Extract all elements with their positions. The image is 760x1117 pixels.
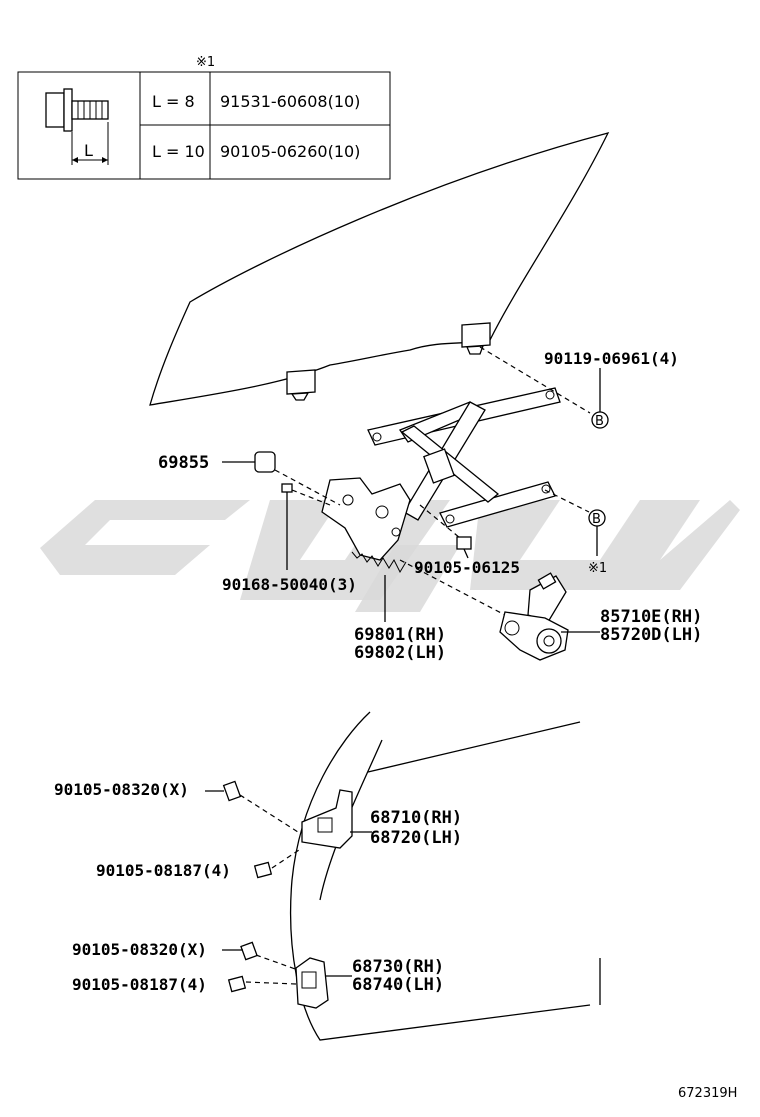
callout-motor-rh: 85710E(RH) (600, 607, 702, 627)
callout-regulator-lh: 69802(LH) (354, 643, 446, 663)
row2-part-number: 90105-06260(10) (220, 142, 360, 161)
callout-bolt-b: 90119-06961(4) (544, 349, 679, 368)
upper-hinge: 90105-08320(X) 90105-08187(4) 68710(RH) … (54, 780, 462, 880)
reference-b-upper: B 90119-06961(4) (479, 346, 679, 429)
lower-hinge: 90105-08320(X) 90105-08187(4) 68730(RH) … (72, 940, 444, 1009)
door-glass (149, 132, 610, 406)
row2-length: L = 10 (152, 142, 205, 161)
callout-screw-regulator: 90168-50040(3) (222, 575, 357, 594)
callout-hinge-lower-bolt-b: 90105-08187(4) (72, 975, 207, 994)
callout-hinge-lower-bolt-a: 90105-08320(X) (72, 940, 207, 959)
ref-b-mark-upper: B (595, 414, 604, 429)
callout-motor-lh: 85720D(LH) (600, 625, 702, 645)
callout-hinge-upper-lh: 68720(LH) (370, 828, 462, 848)
callout-hinge-upper-bolt-b: 90105-08187(4) (96, 861, 231, 880)
regulator-motor: 85710E(RH) 85720D(LH) (399, 559, 702, 661)
figure-code: 672319H (678, 1086, 737, 1101)
table-note-mark: ※1 (196, 55, 215, 70)
dimension-label: L (84, 141, 93, 160)
callout-hinge-lower-rh: 68730(RH) (352, 957, 444, 977)
reference-b-lower: B ※1 (544, 489, 607, 576)
flange-bolt-icon: L (45, 88, 109, 165)
callout-bolt-regulator-bottom: 90105-06125 (414, 558, 520, 577)
row1-part-number: 91531-60608(10) (220, 92, 360, 111)
regulator-screw: 90168-50040(3) (222, 483, 386, 622)
fastener-table: ※1 L L = 8 91531-60608(10) L = 10 90105-… (17, 55, 391, 180)
door-shell (289, 711, 601, 1041)
callout-regulator-rh: 69801(RH) (354, 625, 446, 645)
window-regulator (321, 387, 561, 574)
row1-length: L = 8 (152, 92, 195, 111)
callout-hinge-lower-lh: 68740(LH) (352, 975, 444, 995)
clip-part: 69855 (158, 451, 341, 506)
ref-b-mark-lower: B (592, 512, 601, 527)
callout-hinge-upper-rh: 68710(RH) (370, 808, 462, 828)
callout-clip: 69855 (158, 453, 209, 473)
regulator-bolt: 90105-06125 (414, 504, 520, 577)
callout-hinge-upper-bolt-a: 90105-08320(X) (54, 780, 189, 799)
watermark-logo (40, 500, 740, 612)
ref-note-lower: ※1 (588, 561, 607, 576)
